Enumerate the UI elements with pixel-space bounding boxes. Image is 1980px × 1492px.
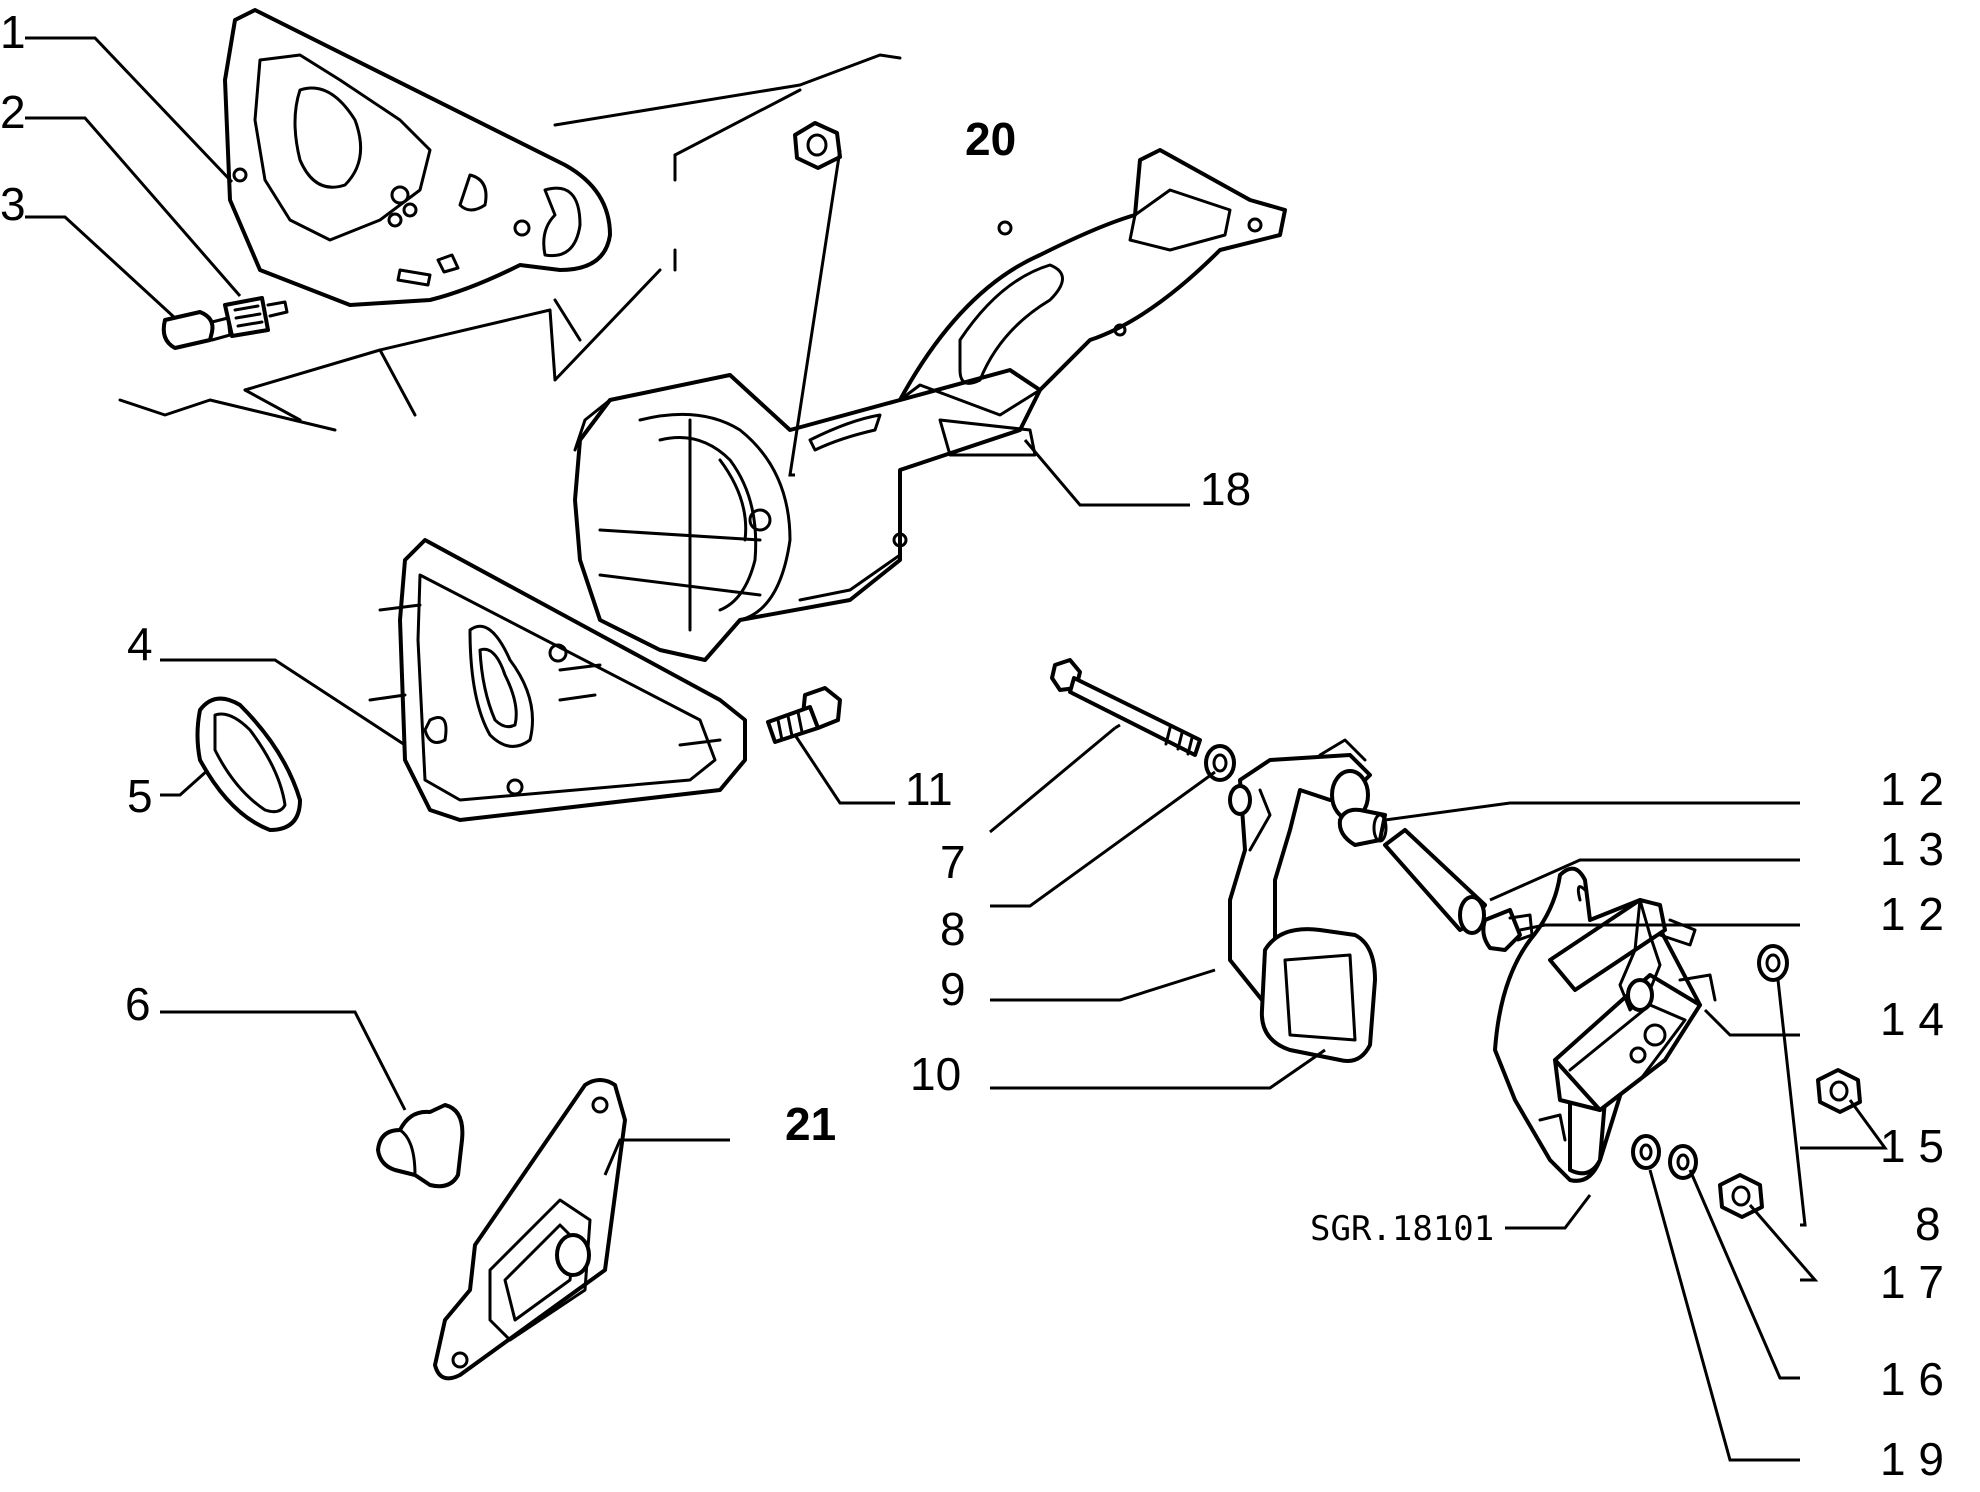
- part-7-long-bolt: [1050, 658, 1202, 757]
- part-20-nut: [793, 121, 842, 170]
- callout-8-upper: 8: [940, 903, 966, 955]
- callout-21: 21: [785, 1098, 836, 1150]
- callout-16: 1 6: [1880, 1353, 1944, 1405]
- callout-20: 20: [965, 113, 1016, 165]
- part-18-housing: [573, 148, 1287, 662]
- callout-7: 7: [940, 836, 966, 888]
- part-10-pedal-pad: [1259, 927, 1377, 1063]
- callout-11: 11: [905, 763, 953, 815]
- construction-lines: [118, 53, 902, 432]
- part-4-cover-plate: [368, 538, 747, 822]
- part-1-cover-plate: [223, 8, 612, 307]
- part-19-washer: [1631, 1134, 1661, 1170]
- callout-19: 1 9: [1880, 1433, 1944, 1485]
- callout-6: 6: [125, 978, 151, 1030]
- callout-5: 5: [127, 770, 153, 822]
- reference-code: SGR.18101: [1310, 1209, 1494, 1249]
- callout-12-upper: 1 2: [1880, 763, 1944, 815]
- part-3-cap: [161, 310, 232, 350]
- part-8-washer-lower: [1757, 944, 1789, 982]
- part-14-bracket: [1493, 866, 1717, 1183]
- callout-labels: 1 2 3 4 5 6 7 8 9 10 11 1 2 1 3 1 2 1 4 …: [0, 6, 1944, 1485]
- part-8-washer: [1204, 744, 1236, 782]
- part-5-seal: [195, 696, 302, 832]
- callout-10: 10: [910, 1048, 961, 1100]
- leader-lines: [25, 36, 1888, 1462]
- callout-12-lower: 1 2: [1880, 888, 1944, 940]
- part-2-stud: [223, 296, 289, 338]
- callout-9: 9: [940, 963, 966, 1015]
- callout-4: 4: [127, 618, 153, 670]
- part-16-washer: [1668, 1144, 1698, 1180]
- callout-18: 18: [1200, 463, 1251, 515]
- callout-17: 1 7: [1880, 1256, 1944, 1308]
- callout-15: 1 5: [1880, 1120, 1944, 1172]
- part-13-sleeve: [1383, 828, 1487, 935]
- part-12-bushing: [1337, 807, 1388, 847]
- callout-13: 1 3: [1880, 823, 1944, 875]
- callout-1: 1: [0, 6, 26, 58]
- callout-8-lower: 8: [1915, 1198, 1941, 1250]
- part-11-bolt: [766, 686, 842, 744]
- callout-3: 3: [0, 178, 26, 230]
- callout-14: 1 4: [1880, 993, 1944, 1045]
- part-21-mounting-plate: [433, 1078, 627, 1381]
- callout-2: 2: [0, 86, 26, 138]
- part-6-grommet: [376, 1103, 465, 1189]
